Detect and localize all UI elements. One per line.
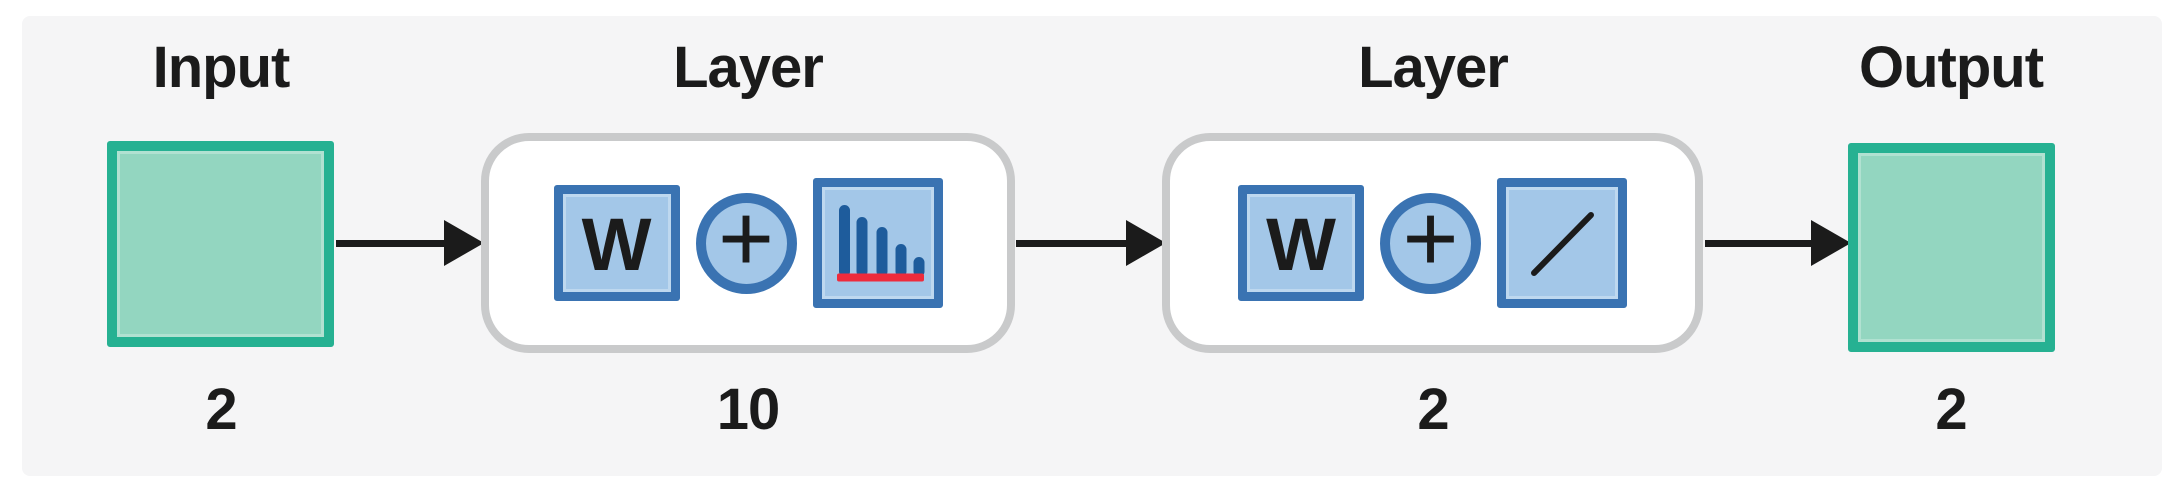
layer2-weights-icon: W [1238,185,1364,301]
arrow-shaft [1016,239,1126,247]
layer2-label: Layer [1358,35,1509,100]
output-label: Output [1858,35,2044,100]
arrow-head-icon [1811,220,1851,266]
layer2-bias-add-icon: + [1380,185,1481,294]
connector-arrow-layer1-to-layer2 [1016,220,1166,266]
linear-line-icon [1531,212,1594,276]
weights-symbol: W [581,203,652,286]
plus-symbol: + [717,185,775,292]
layer1-weights-icon: W [553,185,680,301]
layer2-size: 2 [1417,377,1449,442]
relu-histogram-icon [836,205,924,282]
arrow-shaft [1705,239,1811,247]
output-node [1848,143,2055,352]
layer2-box: W + [1162,133,1703,353]
layer1-bias-add-icon: + [695,185,797,294]
input-size: 2 [205,377,237,442]
input-node [107,141,334,347]
arrow-shaft [336,239,444,247]
weights-symbol: W [1266,203,1336,286]
layer1-relu-histogram-icon [812,178,943,308]
plus-symbol: + [1402,185,1459,292]
layer1-box: W + [481,133,1015,353]
arrow-head-icon [1126,220,1166,266]
output-size: 2 [1935,377,1967,442]
layer1-label: Layer [673,35,824,100]
input-label: Input [152,35,291,100]
connector-arrow-input-to-layer1 [336,220,484,266]
connector-arrow-layer2-to-output [1705,220,1851,266]
layer2-linear-activation-icon [1497,178,1627,308]
layer1-size: 10 [716,377,781,442]
arrow-head-icon [444,220,484,266]
